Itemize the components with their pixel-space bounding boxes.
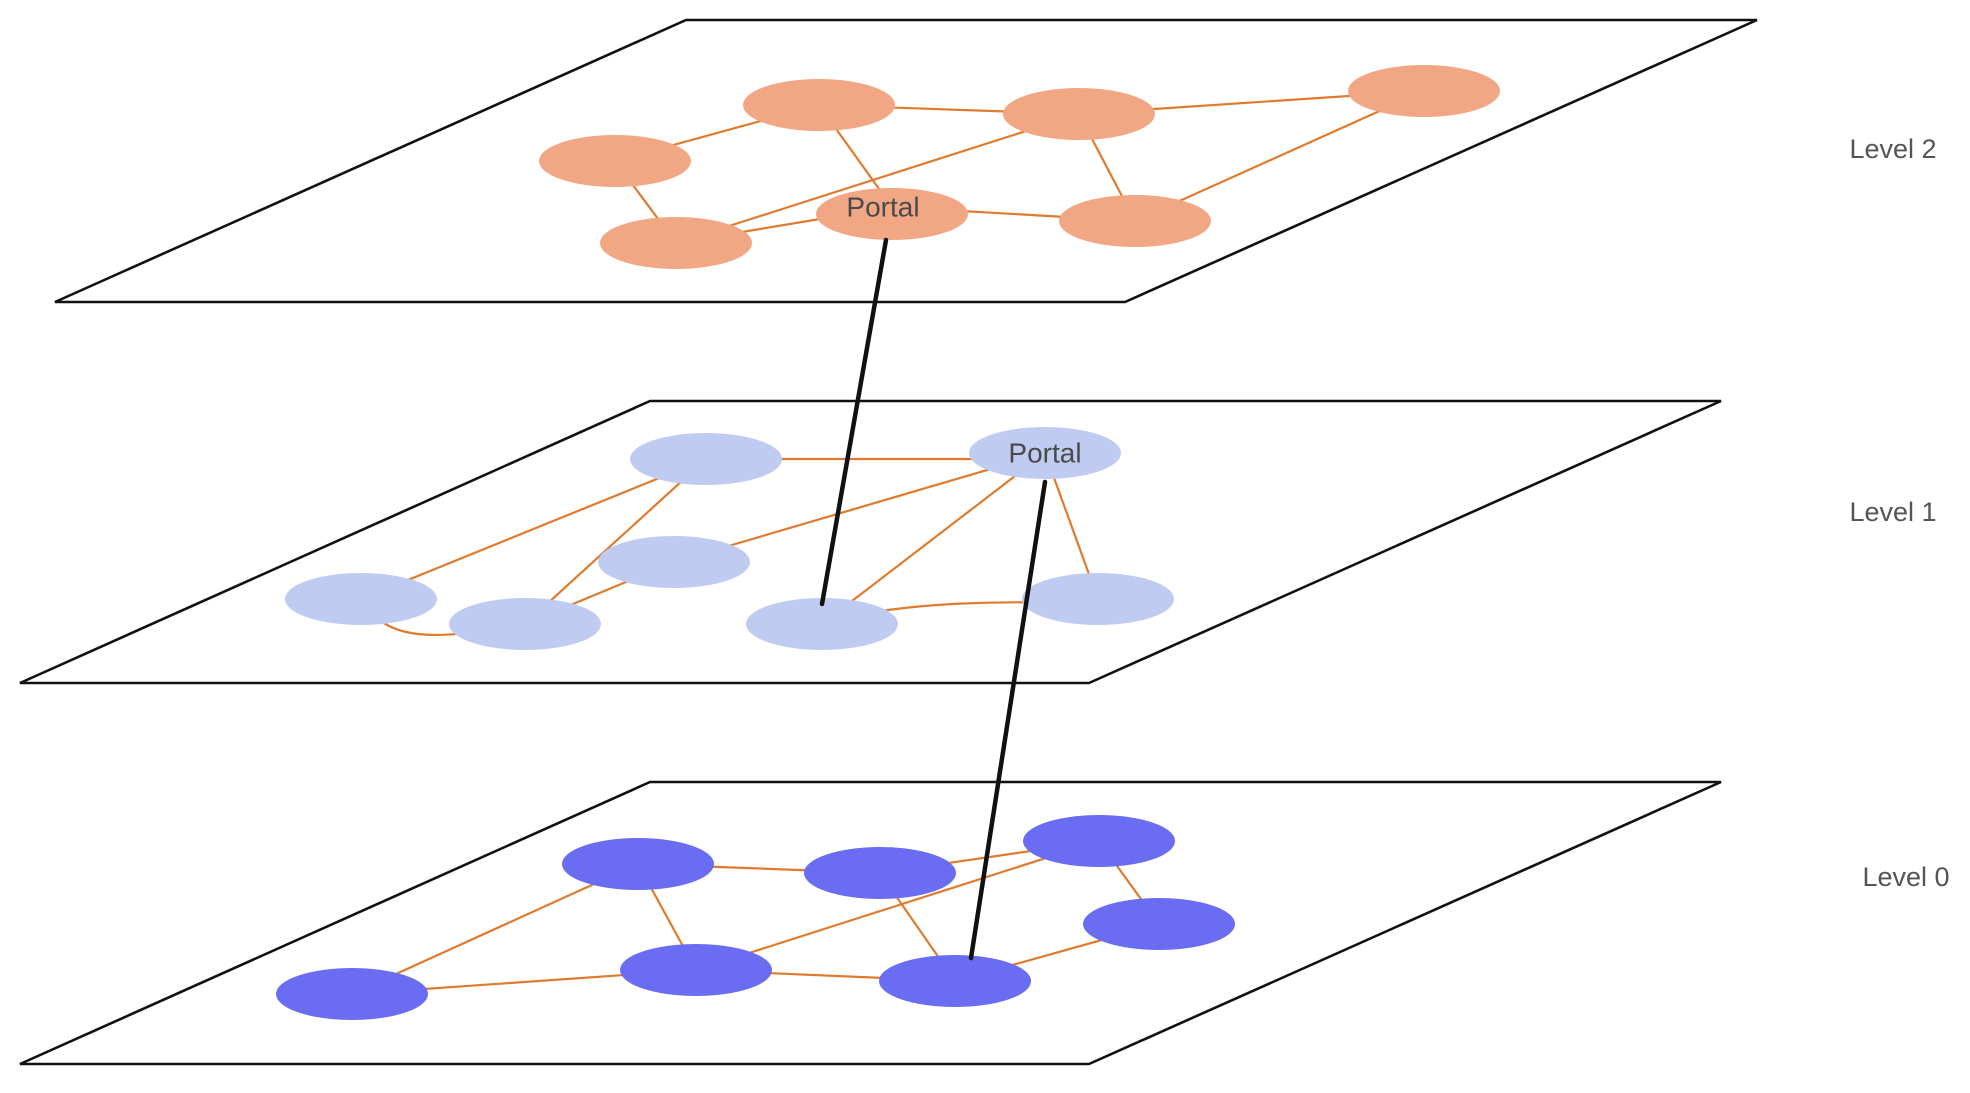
level-2-nodes: Portal [539, 65, 1500, 269]
graph-node [562, 838, 714, 890]
graph-node [1003, 88, 1155, 140]
level-0-layer: Level 0 [19, 780, 1950, 1066]
level-1-layer: Portal Level 1 [19, 399, 1937, 685]
graph-edge [524, 458, 707, 625]
graph-node [539, 135, 691, 187]
graph-node [449, 598, 601, 650]
graph-node [630, 433, 782, 485]
graph-node [879, 955, 1031, 1007]
graph-node [285, 573, 437, 625]
graph-edge [695, 839, 1100, 972]
graph-node [743, 79, 895, 131]
level-2-plane [54, 18, 1758, 304]
level-0-label: Level 0 [1862, 862, 1949, 892]
graph-node [1022, 573, 1174, 625]
graph-node [1023, 815, 1175, 867]
portal-label: Portal [1008, 438, 1081, 469]
graph-edge [673, 451, 1046, 564]
inter-level-links [819, 237, 1048, 961]
graph-node [276, 968, 428, 1020]
graph-node [1348, 65, 1500, 117]
graph-node [620, 944, 772, 996]
graph-node [598, 536, 750, 588]
level-1-label: Level 1 [1849, 497, 1936, 527]
portal-link-level1-to-level0 [968, 479, 1048, 961]
graph-edge [821, 452, 1046, 625]
portal-link-level2-to-level1 [819, 237, 889, 607]
portal-node [816, 188, 968, 240]
graph-edge [675, 112, 1080, 245]
graph-node [600, 217, 752, 269]
level-1-nodes: Portal [285, 427, 1174, 650]
graph-node [1083, 898, 1235, 950]
graph-node [1059, 195, 1211, 247]
graph-edge [360, 457, 707, 601]
portal-node [969, 427, 1121, 479]
level-0-plane [19, 780, 1722, 1066]
graph-edge [351, 862, 639, 996]
level-2-label: Level 2 [1849, 134, 1936, 164]
graph-node [746, 598, 898, 650]
graph-edge [1134, 89, 1425, 223]
level-1-plane [19, 399, 1722, 685]
level-0-nodes [276, 815, 1235, 1020]
level-2-layer: Portal Level 2 [54, 18, 1937, 304]
graph-node [804, 847, 956, 899]
portal-label: Portal [846, 192, 919, 223]
